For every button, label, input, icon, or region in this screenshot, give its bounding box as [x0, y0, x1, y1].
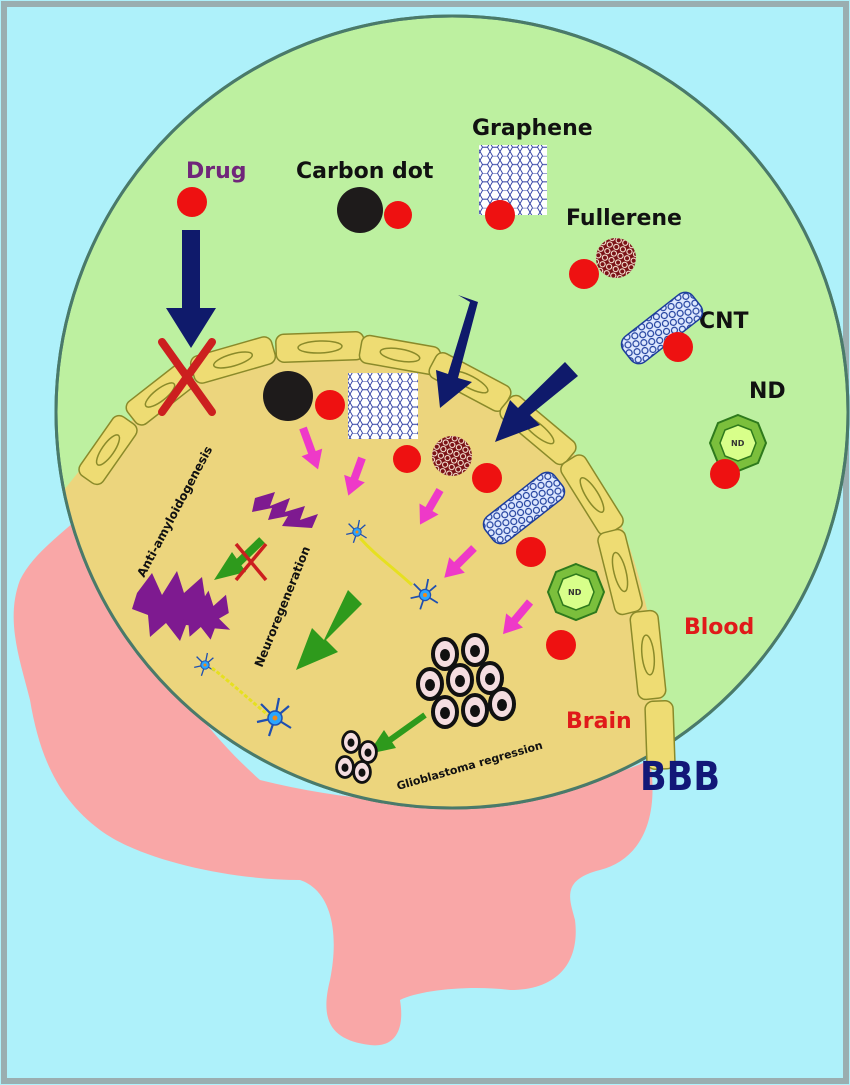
nd-drug	[710, 459, 740, 489]
carbon-dot-icon	[337, 187, 383, 233]
fullerene-label: Fullerene	[566, 206, 682, 231]
blood-compartment-outline	[54, 14, 850, 810]
neuron-axon-2	[211, 666, 269, 717]
drug-arrow-down	[166, 230, 216, 348]
anti-amyloid-arrow	[214, 537, 265, 580]
blood-label: Blood	[684, 615, 754, 640]
fullerene-drug	[569, 259, 599, 289]
cnt-drug	[663, 332, 693, 362]
fullerene-inside-drug-a	[393, 445, 421, 473]
fullerene-inside-drug-b	[472, 463, 502, 493]
nd-inside-drug	[546, 630, 576, 660]
amyloid-fibril-icon	[252, 492, 318, 528]
fullerene-inside	[432, 436, 472, 476]
nanocarrier-arrow-1	[436, 295, 478, 408]
brain-label: Brain	[566, 709, 632, 734]
pink-arrows	[299, 426, 534, 635]
brain-shape	[13, 470, 653, 1046]
drug-label: Drug	[186, 159, 247, 184]
graphene-sheet-icon	[479, 145, 547, 215]
carbon-dot-drug	[384, 201, 412, 229]
nanocarrier-arrow-2	[495, 362, 578, 442]
carbon-dot-inside-drug	[315, 390, 345, 420]
nd-badge-text: ND	[731, 439, 745, 448]
drug-particle	[177, 187, 207, 217]
carbon-dot-inside	[263, 371, 313, 421]
graphene-label: Graphene	[472, 116, 593, 141]
neuroregeneration-arrow	[296, 590, 362, 670]
fullerene-icon	[596, 238, 636, 278]
graphene-drug	[485, 200, 515, 230]
cnt-label: CNT	[699, 309, 749, 334]
nd-label: ND	[749, 379, 786, 404]
carbon-dot-label: Carbon dot	[296, 159, 434, 184]
anti-amyloid-x-mark	[234, 542, 268, 582]
nd-inside-text: ND	[568, 588, 582, 597]
blocked-x-mark	[158, 338, 216, 416]
neuron-axon-1	[358, 537, 414, 587]
cnt-inside-drug	[516, 537, 546, 567]
graphene-inside	[348, 373, 418, 439]
bbb-label: BBB	[640, 754, 720, 800]
